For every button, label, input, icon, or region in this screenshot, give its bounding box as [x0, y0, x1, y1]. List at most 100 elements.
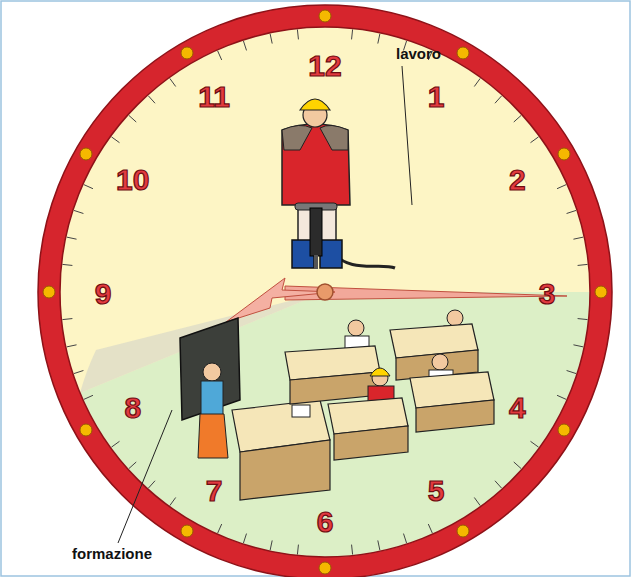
tick-mark [557, 395, 566, 399]
boot [320, 240, 342, 268]
tick-mark [170, 497, 176, 505]
clock-numeral: 12 [308, 51, 341, 81]
hour-dot [457, 47, 469, 59]
tick-mark [403, 534, 406, 544]
clock-numeral: 2 [509, 165, 526, 195]
student-head [348, 320, 364, 336]
tick-mark [567, 370, 577, 373]
clock-numeral: 9 [95, 279, 112, 309]
tick-mark [495, 481, 502, 488]
jackhammer [310, 208, 322, 256]
tick-mark [573, 345, 583, 347]
tick-mark [557, 185, 566, 189]
part-label: formazione [72, 546, 152, 561]
clock-numeral: 10 [116, 165, 149, 195]
desk-front [334, 426, 408, 460]
tick-marks [62, 29, 587, 554]
tick-mark [514, 462, 521, 469]
clock-numeral: 5 [428, 476, 445, 506]
teacher-head [203, 363, 221, 381]
hour-dots [43, 10, 607, 574]
tick-mark [514, 115, 521, 122]
clock-numeral: 1 [428, 82, 445, 112]
hour-dot [457, 525, 469, 537]
tick-mark [428, 524, 432, 533]
leader-line [118, 410, 172, 543]
tick-mark [129, 462, 136, 469]
clock-numeral: 6 [317, 507, 334, 537]
hour-dot [558, 148, 570, 160]
desk-front [416, 400, 494, 432]
blackboard [180, 318, 240, 420]
tick-mark [148, 96, 155, 103]
tick-mark [297, 29, 298, 39]
tick-mark [218, 51, 222, 60]
tick-mark [474, 497, 480, 505]
tick-mark [148, 481, 155, 488]
tick-mark [243, 534, 246, 544]
minute-hand [226, 278, 335, 322]
helmet [300, 99, 330, 110]
helmet [370, 368, 390, 376]
tick-mark [62, 264, 72, 265]
tick-mark [74, 210, 84, 213]
tick-mark [530, 137, 538, 143]
tick-mark [474, 78, 480, 86]
tick-mark [67, 237, 77, 239]
hour-dot [80, 424, 92, 436]
desk-front [290, 372, 380, 404]
tick-mark [84, 185, 93, 189]
clock-ring [49, 16, 601, 568]
tick-mark [270, 540, 272, 550]
clock-numeral: 11 [198, 82, 230, 112]
tick-mark [495, 96, 502, 103]
hour-dot [181, 525, 193, 537]
chisel [314, 255, 318, 269]
tick-mark [243, 41, 246, 51]
clock-numeral: 4 [509, 393, 526, 423]
tick-mark [578, 319, 588, 320]
tick-mark [84, 395, 93, 399]
worker-figure [282, 99, 395, 269]
phone [292, 405, 310, 417]
tick-mark [352, 545, 353, 555]
tick-mark [297, 545, 298, 555]
student-head [432, 354, 448, 370]
tick-mark [62, 319, 72, 320]
tick-mark [67, 345, 77, 347]
clock-face [60, 27, 590, 557]
tick-mark [270, 34, 272, 44]
tick-mark [111, 441, 119, 447]
tick-mark [567, 210, 577, 213]
hour-dot [43, 286, 55, 298]
shoulders [282, 125, 348, 150]
part-label: lavoro [396, 46, 441, 61]
ring-outline [38, 5, 612, 577]
hour-dot [181, 47, 193, 59]
tick-mark [218, 524, 222, 533]
teacher-blouse [201, 381, 223, 415]
desk-front [240, 440, 330, 500]
tick-mark [573, 237, 583, 239]
hour-dot [319, 10, 331, 22]
teacher-skirt [198, 414, 228, 458]
hand-pivot [317, 284, 333, 300]
tick-mark [530, 441, 538, 447]
hour-dot [80, 148, 92, 160]
clock-numeral: 8 [124, 393, 141, 423]
tick-mark [129, 115, 136, 122]
student-head [447, 310, 463, 326]
tick-mark [378, 34, 380, 44]
hour-dot [558, 424, 570, 436]
clock-numeral: 7 [206, 476, 223, 506]
tick-mark [170, 78, 176, 86]
red-jacket [282, 124, 350, 205]
clock-numeral: 3 [539, 279, 556, 309]
tick-mark [352, 29, 353, 39]
tick-mark [111, 137, 119, 143]
tick-mark [578, 264, 588, 265]
hour-dot [595, 286, 607, 298]
